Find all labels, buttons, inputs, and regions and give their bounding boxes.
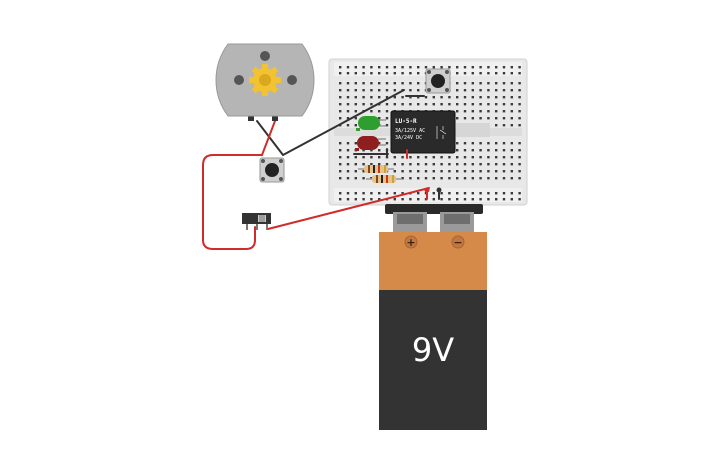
- relay-dc-rating: 3A/24V DC: [395, 135, 422, 141]
- wires[interactable]: [202, 89, 442, 250]
- push-button-breadboard[interactable]: [425, 68, 451, 94]
- relay-schematic-icon: [436, 126, 447, 139]
- battery-9v[interactable]: + − 9V: [379, 204, 487, 430]
- resistor-1[interactable]: [358, 165, 394, 173]
- battery-negative-terminal-label: −: [453, 236, 462, 249]
- led-red[interactable]: [355, 136, 386, 151]
- battery-positive-terminal-label: +: [406, 236, 415, 249]
- dc-motor[interactable]: [215, 43, 315, 121]
- breadboard-jumper-wires[interactable]: [353, 95, 425, 159]
- slide-switch[interactable]: [242, 213, 271, 230]
- wire-red-motor-to-button: [261, 120, 276, 156]
- gear-icon: [249, 64, 281, 96]
- wire-red-button-to-switch: [202, 154, 263, 250]
- push-button[interactable]: [259, 157, 285, 183]
- relay-model-label: LU-5-R: [395, 118, 417, 125]
- wire-black-motor-to-breadboard: [256, 89, 405, 156]
- resistor-2[interactable]: [366, 175, 402, 183]
- relay[interactable]: LU-5-R 3A/125V AC 3A/24V DC: [390, 110, 490, 154]
- relay-ac-rating: 3A/125V AC: [395, 128, 425, 134]
- wire-red-switch-to-breadboard: [267, 187, 430, 230]
- battery-voltage-label: 9V: [412, 331, 454, 369]
- led-green[interactable]: [356, 116, 386, 131]
